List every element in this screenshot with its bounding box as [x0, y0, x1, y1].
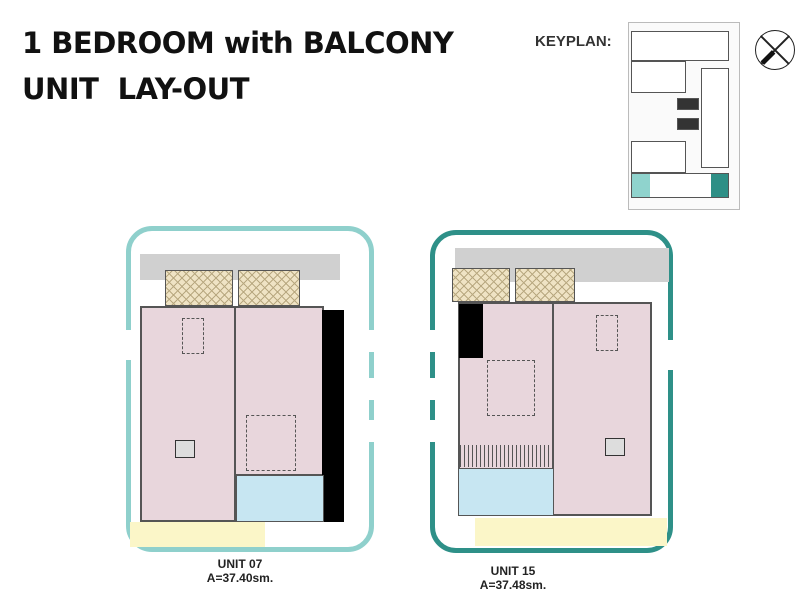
unit-15-name: UNIT 15 [490, 564, 536, 578]
unit-07-area: A=37.40sm. [206, 571, 274, 585]
north-arrow-icon [755, 30, 795, 70]
keyplan-image [628, 22, 740, 210]
keyplan-unit-07-highlight [632, 174, 650, 197]
page-title: 1 BEDROOM with BALCONY [22, 26, 454, 60]
page-subtitle: UNIT LAY-OUT [22, 72, 250, 106]
unit-15-area: A=37.48sm. [479, 578, 547, 592]
unit-07-name: UNIT 07 [217, 557, 263, 571]
keyplan-label: KEYPLAN: [535, 33, 612, 50]
keyplan-unit-15-highlight [711, 174, 728, 197]
